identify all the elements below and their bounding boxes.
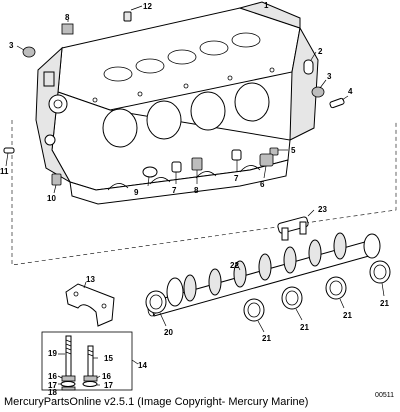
callout-21-c: 21 [343,311,352,320]
callout-7-right: 7 [234,174,239,183]
callout-1: 1 [264,1,269,10]
callout-15: 15 [104,354,113,363]
cam-bearing-21-b[interactable] [281,286,303,310]
cam-bearing-21-a[interactable] [243,298,265,322]
callout-3-right: 3 [327,72,332,81]
plug-5[interactable] [269,147,279,156]
lifter-retainer-23[interactable] [277,216,309,241]
callout-8-middle: 8 [194,186,199,195]
callout-5: 5 [291,146,296,155]
fitting-6[interactable] [259,153,274,167]
freeze-plug-3-right[interactable] [311,86,325,98]
plug-9[interactable] [142,166,158,178]
figure-id: 00511 [375,392,394,399]
cam-bearing-20[interactable] [145,290,167,314]
callout-18: 18 [48,388,57,397]
cup-plug-2[interactable] [303,59,314,75]
callout-11: 11 [0,167,9,176]
camshaft-group-dashed-outline [11,120,397,266]
fastener-kit-14[interactable] [41,331,133,391]
callout-6: 6 [260,180,265,189]
plug-8-middle[interactable] [191,157,203,171]
callout-21-d: 21 [380,299,389,308]
callout-21-e: 22 [230,261,239,270]
bearing-cap-13[interactable] [65,283,115,327]
callout-2: 2 [318,47,323,56]
pin-11[interactable] [3,147,15,154]
plug-8-top[interactable] [61,23,74,35]
callout-8-top: 8 [65,13,70,22]
plug-10[interactable] [51,173,62,186]
callout-17-left: 17 [48,381,57,390]
callout-3-left: 3 [9,41,14,50]
copyright-footer: MercuryPartsOnline v2.5.1 (Image Copyrig… [4,396,309,408]
callout-23: 23 [318,205,327,214]
callout-14: 14 [138,361,147,370]
callout-16-right: 16 [102,372,111,381]
callout-13: 13 [86,275,95,284]
callout-20: 20 [164,328,173,337]
cam-bearing-21-d[interactable] [369,260,391,284]
pin-7-middle[interactable] [171,161,182,173]
callout-21-a: 21 [262,334,271,343]
callout-12: 12 [143,2,152,11]
dowel-4[interactable] [329,97,345,109]
callout-21-b: 21 [300,323,309,332]
engine-block[interactable] [35,1,319,205]
callout-4: 4 [348,87,353,96]
callout-9: 9 [134,188,139,197]
callout-16-left: 16 [48,372,57,381]
callout-7-middle: 7 [172,186,177,195]
camshaft-22[interactable] [147,232,381,317]
freeze-plug-3-left[interactable] [22,46,36,58]
callout-17-right: 17 [104,381,113,390]
pin-7-right[interactable] [231,149,242,161]
plug-12[interactable] [123,11,132,22]
callout-10: 10 [47,194,56,203]
cam-bearing-21-c[interactable] [325,276,347,300]
callout-19: 19 [48,349,57,358]
